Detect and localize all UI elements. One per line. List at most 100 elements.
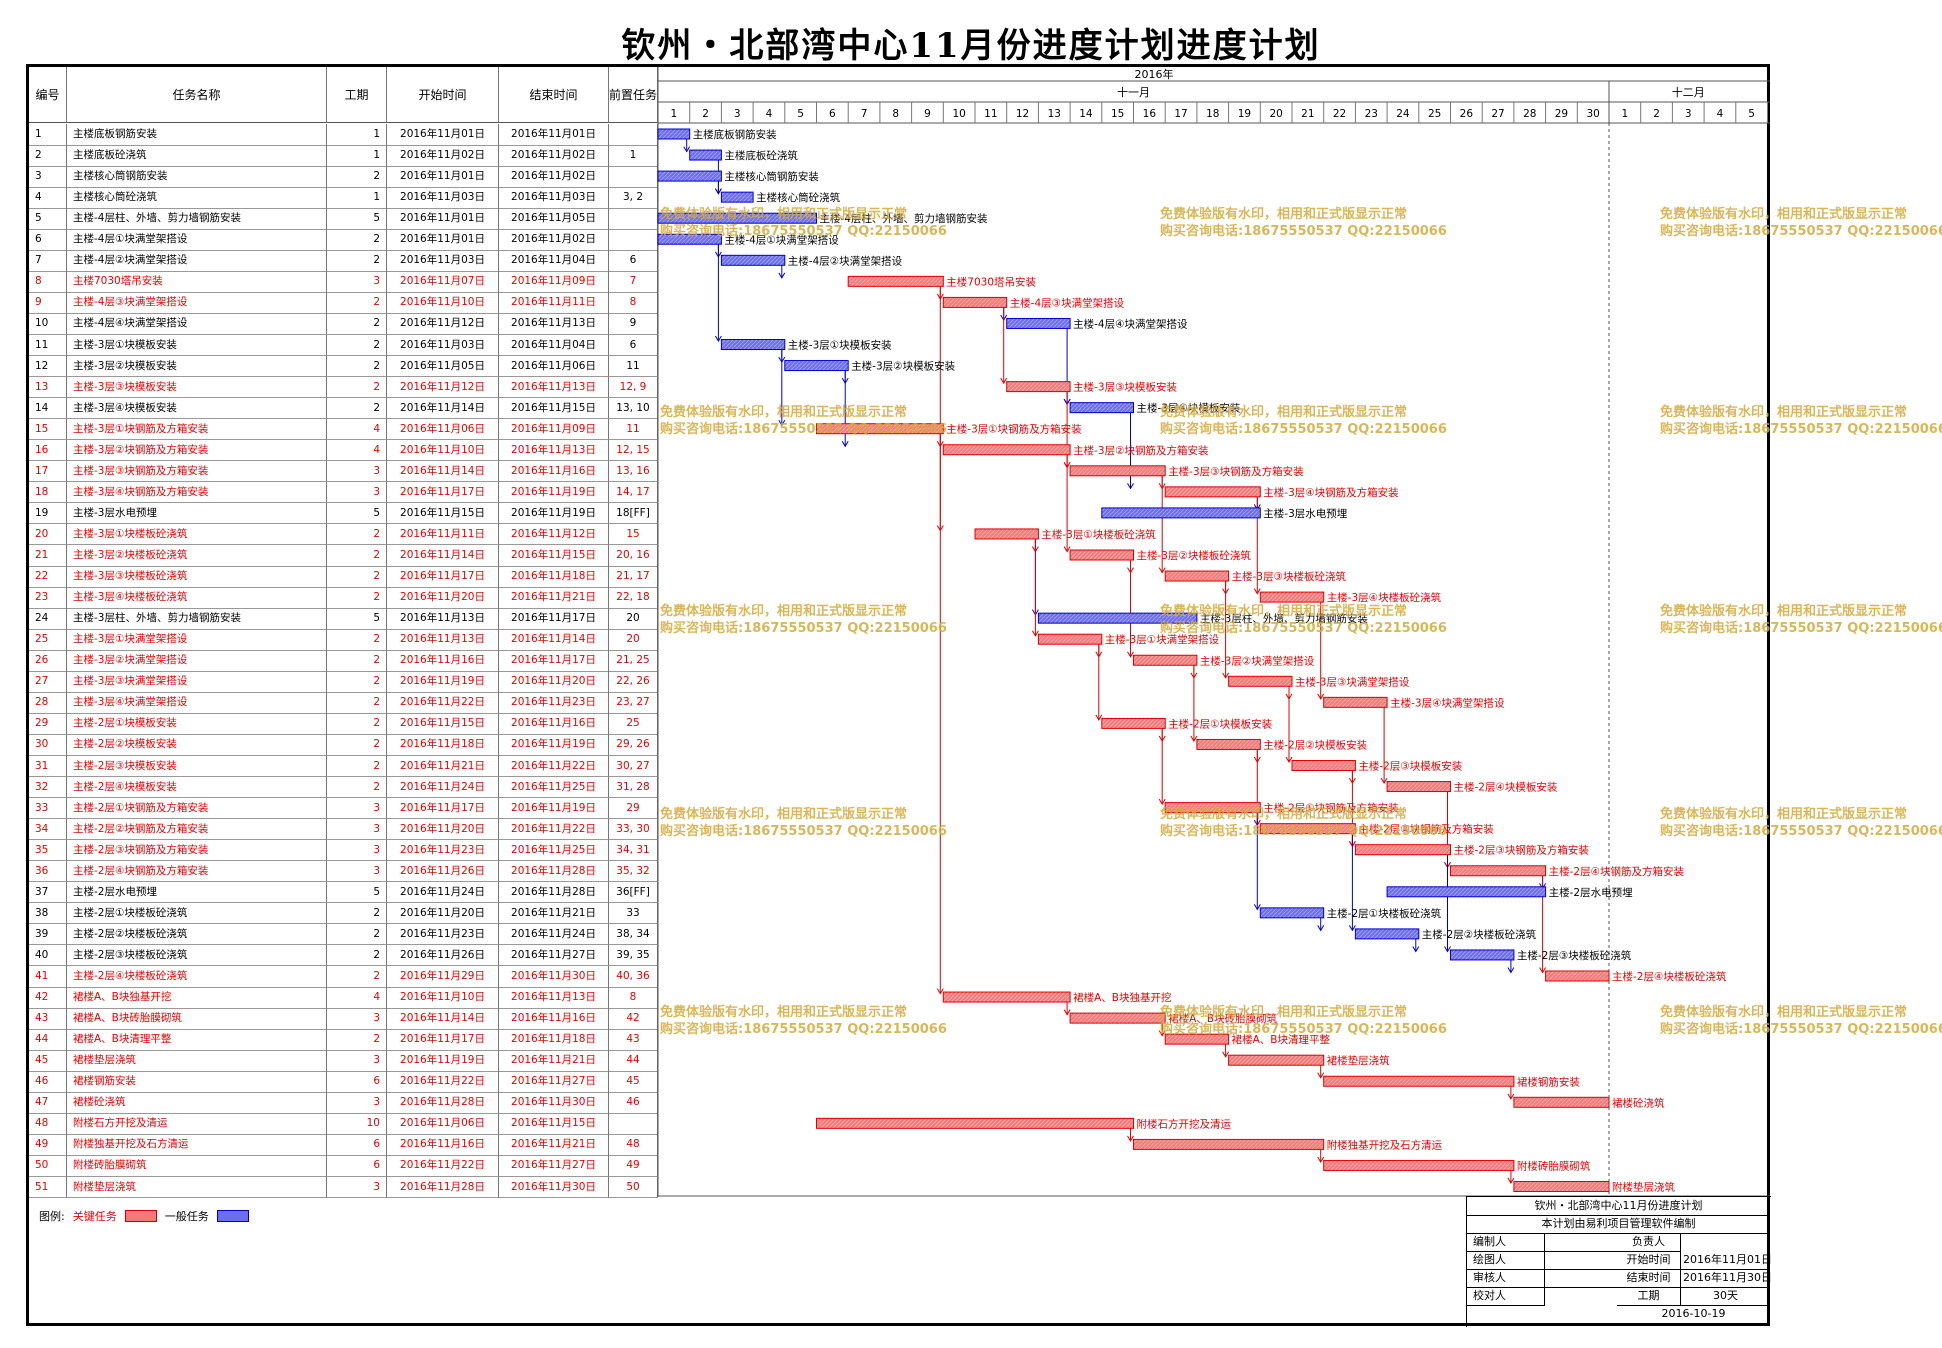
task-start-cell: 2016年11月29日 bbox=[387, 966, 499, 988]
task-bar-label: 主楼-3层④块钢筋及方箱安装 bbox=[1263, 486, 1399, 499]
task-name-cell: 主楼-3层①块楼板砼浇筑 bbox=[67, 523, 327, 546]
task-end-cell: 2016年11月16日 bbox=[499, 460, 609, 483]
task-dur-cell: 2 bbox=[327, 1029, 387, 1051]
dependency-arrow bbox=[1158, 798, 1166, 806]
task-bar-label: 裙楼钢筋安装 bbox=[1517, 1075, 1580, 1088]
task-end-cell: 2016年11月15日 bbox=[499, 397, 609, 420]
task-bar bbox=[1133, 654, 1198, 666]
task-pred-cell: 38, 34 bbox=[609, 923, 658, 946]
task-pred-cell: 14, 17 bbox=[609, 481, 658, 504]
task-bar-label: 主楼-2层②块楼板砼浇筑 bbox=[1422, 928, 1537, 941]
task-id-cell: 45 bbox=[29, 1050, 67, 1072]
task-end-cell: 2016年11月23日 bbox=[499, 692, 609, 714]
task-bar-label: 主楼-3层②块满堂架搭设 bbox=[1200, 654, 1315, 667]
task-end-cell: 2016年11月15日 bbox=[499, 545, 609, 567]
day-label: 14 bbox=[1079, 108, 1093, 120]
task-name-cell: 主楼-2层④块钢筋及方箱安装 bbox=[67, 860, 327, 883]
task-pred-cell: 18[FF] bbox=[609, 502, 658, 525]
day-label: 19 bbox=[1238, 108, 1251, 120]
task-name-cell: 主楼-2层②块楼板砼浇筑 bbox=[67, 923, 327, 946]
day-label: 17 bbox=[1174, 108, 1187, 120]
dependency-arrow bbox=[1190, 735, 1198, 742]
task-name-cell: 裙楼A、B块清理平整 bbox=[67, 1029, 327, 1051]
dependency-arrow bbox=[1000, 377, 1008, 385]
task-end-cell: 2016年11月16日 bbox=[499, 1008, 609, 1030]
dependency-arrow bbox=[1222, 672, 1230, 679]
task-start-cell: 2016年11月13日 bbox=[387, 608, 499, 630]
task-dur-cell: 2 bbox=[327, 250, 387, 272]
dependency-arrow bbox=[1348, 925, 1356, 932]
day-label: 3 bbox=[734, 108, 741, 120]
task-bar bbox=[1259, 591, 1325, 603]
task-id-cell: 37 bbox=[29, 881, 67, 904]
day-label: 12 bbox=[1016, 108, 1029, 120]
task-start-cell: 2016年11月14日 bbox=[387, 545, 499, 567]
task-bar-label: 主楼核心筒砼浇筑 bbox=[756, 191, 840, 204]
task-pred-cell: 40, 36 bbox=[609, 966, 658, 988]
task-pred-cell: 13, 10 bbox=[609, 397, 658, 420]
task-dur-cell: 2 bbox=[327, 292, 387, 314]
task-id-cell: 27 bbox=[29, 671, 67, 693]
task-start-cell: 2016年11月28日 bbox=[387, 1176, 499, 1199]
task-end-cell: 2016年11月09日 bbox=[499, 418, 609, 441]
task-id-cell: 16 bbox=[29, 439, 67, 462]
task-dur-cell: 3 bbox=[327, 839, 387, 862]
task-bar-label: 主楼-2层水电预埋 bbox=[1549, 886, 1633, 899]
task-name-cell: 裙楼A、B块砖胎膜砌筑 bbox=[67, 1008, 327, 1030]
dependency-arrow bbox=[936, 988, 944, 995]
task-bar bbox=[1513, 1096, 1610, 1108]
task-pred-cell: 11 bbox=[609, 355, 658, 378]
dependency-arrow bbox=[1222, 1051, 1230, 1058]
task-bar bbox=[657, 233, 722, 245]
task-start-cell: 2016年11月15日 bbox=[387, 502, 499, 525]
task-start-cell: 2016年11月17日 bbox=[387, 566, 499, 588]
task-pred-cell: 20 bbox=[609, 629, 658, 651]
task-id-cell: 19 bbox=[29, 502, 67, 525]
task-pred-cell: 20, 16 bbox=[609, 545, 658, 567]
day-label: 24 bbox=[1396, 108, 1410, 120]
task-bar bbox=[1069, 1012, 1166, 1024]
task-pred-cell: 29 bbox=[609, 797, 658, 820]
task-dur-cell: 2 bbox=[327, 229, 387, 251]
task-start-cell: 2016年11月03日 bbox=[387, 187, 499, 209]
day-label: 22 bbox=[1333, 108, 1346, 120]
task-id-cell: 29 bbox=[29, 713, 67, 735]
task-id-cell: 41 bbox=[29, 966, 67, 988]
task-name-cell: 主楼-3层①块满堂架搭设 bbox=[67, 629, 327, 651]
task-pred-cell: 29, 26 bbox=[609, 734, 658, 756]
task-bar-label: 主楼-3层③块模板安装 bbox=[1073, 381, 1177, 394]
task-name-cell: 主楼-4层④块满堂架搭设 bbox=[67, 313, 327, 335]
task-end-cell: 2016年11月02日 bbox=[499, 166, 609, 188]
task-dur-cell: 5 bbox=[327, 208, 387, 230]
task-pred-cell: 35, 32 bbox=[609, 860, 658, 883]
task-start-cell: 2016年11月17日 bbox=[387, 481, 499, 504]
task-end-cell: 2016年11月09日 bbox=[499, 271, 609, 293]
task-bar-label: 主楼-4层③块满堂架搭设 bbox=[1010, 296, 1125, 309]
task-end-cell: 2016年11月25日 bbox=[499, 839, 609, 862]
task-id-cell: 51 bbox=[29, 1176, 67, 1199]
task-bar-label: 主楼-3层①块钢筋及方箱安装 bbox=[946, 423, 1082, 436]
task-end-cell: 2016年11月19日 bbox=[499, 734, 609, 756]
info-reviewer: 审核人 bbox=[1467, 1269, 1545, 1288]
info-manager: 负责人 bbox=[1617, 1233, 1681, 1252]
task-bar bbox=[720, 339, 786, 350]
task-bar-label: 主楼-2层②块模板安装 bbox=[1263, 738, 1367, 751]
task-end-cell: 2016年11月14日 bbox=[499, 629, 609, 651]
task-dur-cell: 4 bbox=[327, 987, 387, 1009]
header-start: 开始时间 bbox=[387, 67, 499, 123]
day-label: 1 bbox=[1622, 108, 1629, 120]
task-pred-cell: 49 bbox=[609, 1155, 658, 1177]
dependency-arrow bbox=[1127, 483, 1134, 490]
task-bar-label: 主楼-3层④块楼板砼浇筑 bbox=[1327, 591, 1442, 604]
task-pred-cell: 33 bbox=[609, 902, 658, 925]
task-pred-cell: 6 bbox=[609, 250, 658, 272]
task-name-cell: 附楼石方开挖及清运 bbox=[67, 1113, 327, 1135]
day-label: 26 bbox=[1460, 108, 1474, 120]
task-bar bbox=[816, 423, 944, 435]
task-dur-cell: 2 bbox=[327, 923, 387, 946]
task-bar bbox=[974, 528, 1039, 540]
day-label: 6 bbox=[829, 108, 836, 120]
day-label: 1 bbox=[671, 108, 678, 120]
task-dur-cell: 4 bbox=[327, 439, 387, 462]
task-dur-cell: 6 bbox=[327, 1134, 387, 1156]
